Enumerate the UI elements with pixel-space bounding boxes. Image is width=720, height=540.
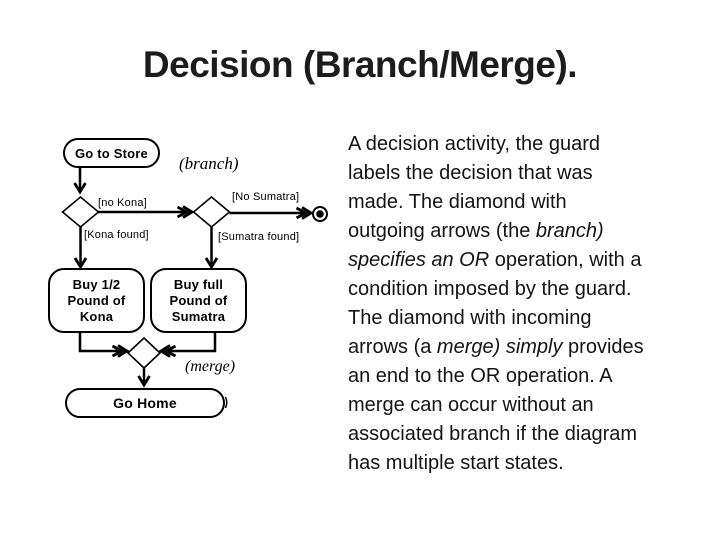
connector-lines [78,168,305,382]
node-label-line: Pound of [67,292,126,308]
body-text-line: labels the decision that was [348,162,593,184]
diagram-connectors [61,168,328,409]
body-text: A decision activity, the guard labels the… [348,130,693,478]
guard-label-no-kona: [no Kona] [98,197,147,209]
guard-label-kona-found: [Kona found] [84,229,149,241]
body-text-line: A decision activity, the guard [348,133,600,155]
arrowhead-right-icon [182,205,195,219]
body-text-line: made. The diamond with [348,191,567,213]
annotation-branch: (branch) [179,154,239,173]
body-text-line: condition imposed by the guard. [348,278,632,300]
arrowhead-left-icon [158,344,171,358]
merge-diamond-icon [126,336,162,370]
scan-artifact-tick [224,396,228,409]
annotation-merge: (merge) [185,358,236,375]
body-text-line: The diamond with incoming [348,307,592,329]
arrowhead-right-icon [301,206,314,220]
activity-node-go-home: Go Home [65,388,225,418]
arrowhead-right-icon [295,206,309,220]
activity-node-buy-sumatra: Buy full Pound of Sumatra [150,268,247,333]
node-label-line: Buy 1/2 [72,276,121,292]
node-label: Go Home [113,395,177,411]
branch-diamond-icon [192,195,231,229]
body-text-line: arrows (a merge) simply provides [348,336,644,358]
node-label-line: Sumatra [171,308,226,324]
body-text-line: associated branch if the diagram [348,423,638,445]
diamonds [61,195,231,370]
body-text-line: an end to the OR operation. A [348,365,613,387]
body-text-line: outgoing arrows (the branch) [348,220,604,242]
body-text-line: specifies an OR operation, with a [348,249,642,271]
arrowhead-down-icon [73,182,87,195]
node-label: Go to Store [75,145,148,161]
arrowhead-right-icon [117,344,130,358]
arrowhead-right-icon [111,344,125,358]
arrowhead-down-icon [137,375,151,388]
slide-title: Decision (Branch/Merge). [142,44,578,85]
arrowhead-down-icon [204,257,219,270]
final-state-icon [312,206,328,222]
guard-label-no-sumatra: [No Sumatra] [232,191,300,203]
activity-diagram: Go to Store [no Kona] [No Sumatra] [Kona… [40,130,340,430]
arrowhead-left-icon [163,344,177,358]
arrowhead-right-icon [176,205,190,219]
activity-node-go-to-store: Go to Store [63,138,160,168]
branch-diamond-icon [61,195,100,229]
body-text-line: has multiple start states. [348,452,564,474]
node-label-line: Kona [79,308,114,324]
node-label-line: Buy full [173,276,224,292]
node-label-line: Pound of [169,292,228,308]
activity-node-buy-kona: Buy 1/2 Pound of Kona [48,268,145,333]
body-text-line: merge can occur without an [348,394,594,416]
connector-kona-to-merge [78,333,122,353]
arrowheads [73,182,314,388]
guard-label-sumatra-found: [Sumatra found] [218,231,300,243]
arrowhead-down-icon [73,257,88,270]
connector-sumatra-to-merge [166,333,217,353]
